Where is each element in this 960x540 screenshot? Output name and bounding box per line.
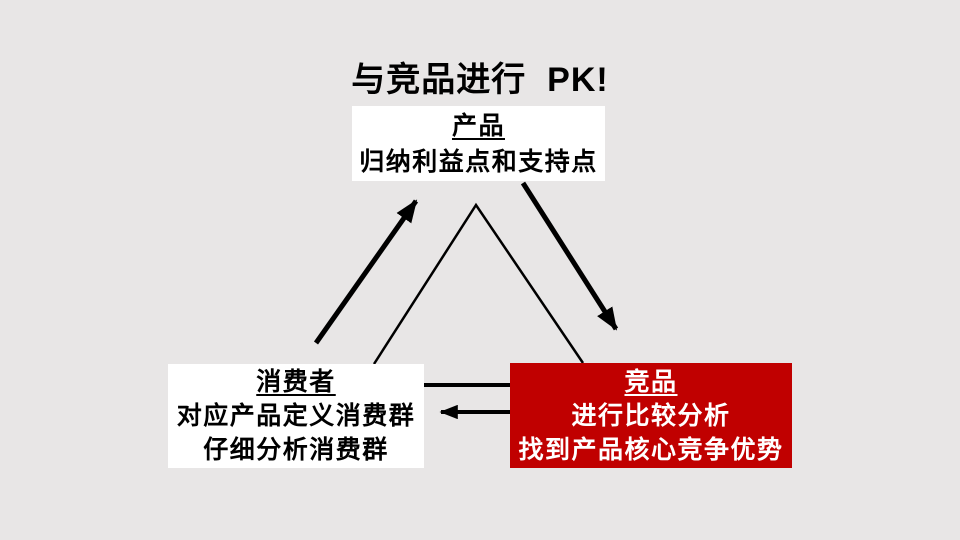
node-consumer-line2: 仔细分析消费群 [203, 436, 389, 464]
node-competitor-line1: 进行比较分析 [571, 401, 731, 430]
node-product-line1: 归纳利益点和支持点 [359, 147, 598, 176]
node-product-heading: 产品 [451, 111, 505, 140]
node-product: 产品 归纳利益点和支持点 [352, 106, 605, 181]
connector-consumer-competitor-peak [372, 202, 585, 365]
node-competitor-heading: 竞品 [624, 367, 678, 396]
arrow-consumer-to-product [313, 199, 419, 345]
arrow-product-to-competitor [520, 181, 619, 331]
slide-title: 与竞品进行 PK! [351, 61, 609, 99]
node-consumer: 消费者 对应产品定义消费群 仔细分析消费群 [168, 364, 424, 468]
node-competitor: 竞品 进行比较分析 找到产品核心竞争优势 [510, 363, 792, 468]
node-competitor-line2: 找到产品核心竞争优势 [518, 435, 784, 464]
node-consumer-heading: 消费者 [256, 368, 336, 396]
node-consumer-line1: 对应产品定义消费群 [176, 402, 416, 430]
